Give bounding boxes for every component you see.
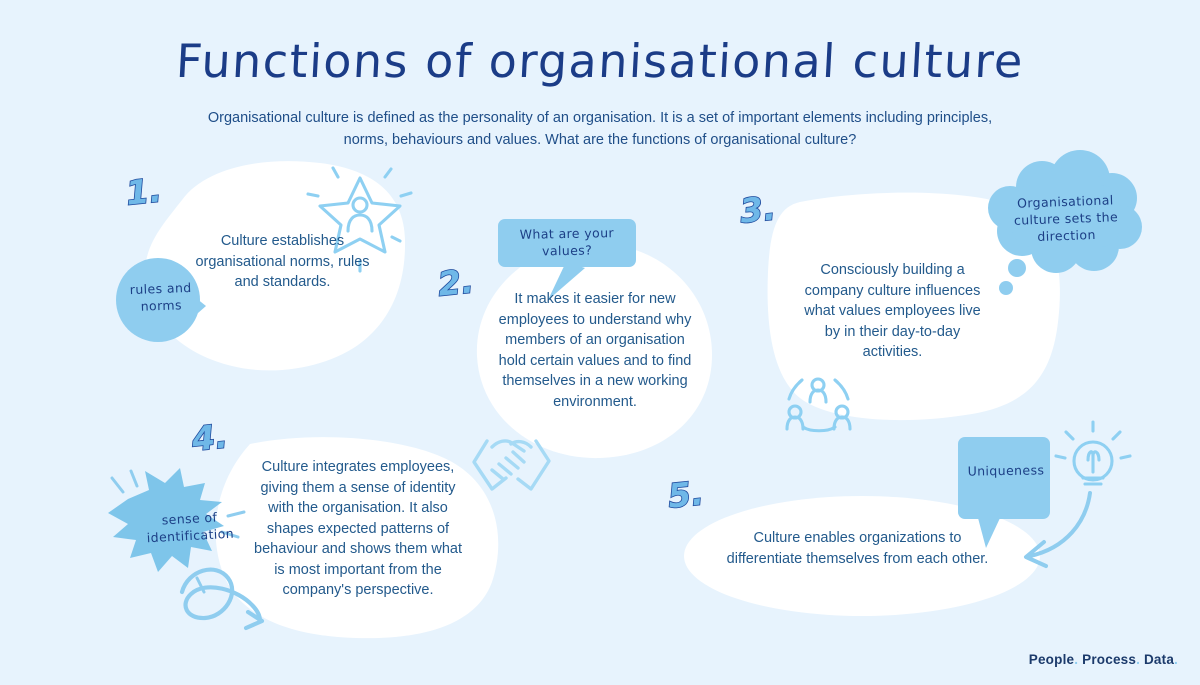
section-number-1: 1. (123, 169, 164, 213)
curly-arrow-icon (179, 567, 265, 631)
handshake-icon (472, 439, 551, 491)
section-number-3: 3. (737, 187, 778, 231)
team-network-icon (785, 377, 852, 433)
footer-word-data: Data (1143, 652, 1175, 667)
lightbulb-icon (1054, 420, 1132, 486)
footer-branding: People. Process. Data. (1029, 652, 1178, 667)
section-number-5: 5. (665, 472, 706, 516)
section-body-5: Culture enables organizations to differe… (726, 530, 989, 567)
section-number-2: 2. (435, 260, 476, 304)
bubble-label-what-are-your-values: What are your values? (519, 225, 615, 259)
footer-dot-1: . (1074, 652, 1079, 667)
section-body-3: Consciously building a company culture i… (804, 262, 981, 361)
page-title: Functions of organisational culture (174, 34, 1026, 88)
section-body-1: Culture establishes organisational norms… (195, 233, 370, 291)
section-body-4: Culture integrates employees, giving the… (254, 459, 462, 599)
footer-word-people: People (1028, 652, 1075, 667)
bubble-label-sets-the-direction: Organisational culture sets the directio… (1013, 192, 1119, 244)
footer-dot-3: . (1174, 652, 1178, 667)
bubble-label-uniqueness: Uniqueness (967, 462, 1045, 479)
section-number-4: 4. (189, 415, 230, 459)
footer-word-process: Process (1082, 652, 1137, 667)
section-body-2: It makes it easier for new employees to … (498, 291, 692, 410)
bubble-label-rules-and-norms: rules and norms (129, 279, 192, 314)
uniqueness-curved-arrow (1024, 491, 1092, 568)
page-subtitle: Organisational culture is defined as the… (207, 110, 993, 148)
footer-dot-2: . (1136, 652, 1141, 667)
bubble-label-sense-of-identification: sense of identification (146, 509, 235, 546)
